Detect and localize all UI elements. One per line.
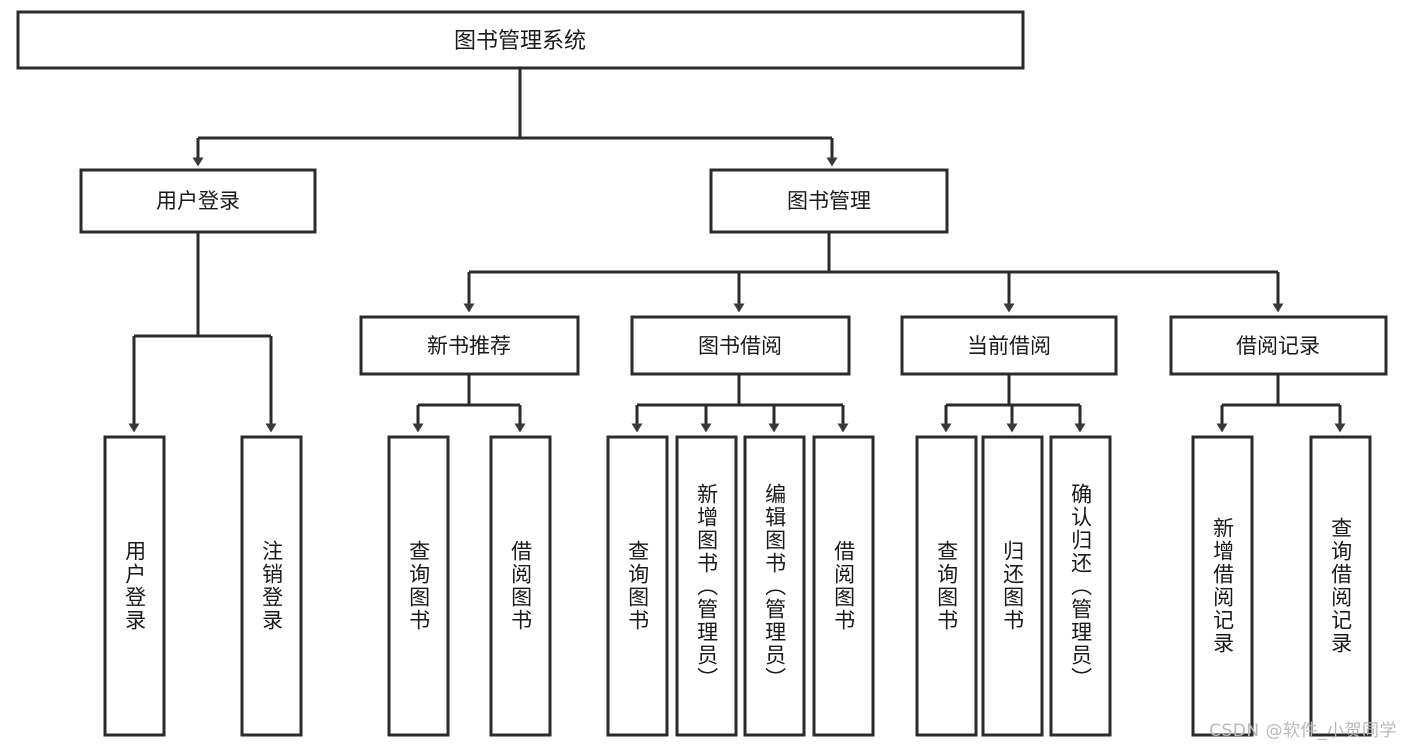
node-user-login[interactable]: 用户登录 — [79, 168, 317, 234]
leaf-box-return-books[interactable] — [981, 435, 1044, 737]
connector-bookborrow-to-leaves — [631, 374, 849, 433]
node-current-borrow-label: 当前借阅 — [967, 334, 1051, 358]
node-current-borrow[interactable]: 当前借阅 — [900, 315, 1118, 376]
leaf-box-query-books-borrow[interactable] — [606, 435, 669, 737]
node-borrow-record[interactable]: 借阅记录 — [1169, 315, 1388, 376]
node-root-system-label: 图书管理系统 — [454, 29, 586, 54]
node-new-book-recommend[interactable]: 新书推荐 — [359, 315, 580, 376]
node-book-management-label: 图书管理 — [787, 189, 871, 213]
leaf-box-borrow-books[interactable] — [812, 435, 875, 737]
connector-currentborrow-to-leaves — [940, 374, 1086, 433]
leaf-box-confirm-return-admin[interactable] — [1049, 435, 1112, 737]
node-borrow-record-label: 借阅记录 — [1236, 334, 1320, 358]
csdn-watermark: CSDN @软件_小贺同学 — [1209, 721, 1397, 741]
connector-newbook-to-leaves — [412, 374, 526, 433]
leaf-box-add-borrow-record[interactable] — [1191, 435, 1254, 737]
connector-bookmgmt-to-level3 — [463, 232, 1284, 313]
connector-borrowrecord-to-leaves — [1216, 374, 1346, 433]
node-book-management[interactable]: 图书管理 — [709, 168, 949, 234]
leaf-box-query-borrow-record[interactable] — [1309, 435, 1372, 737]
leaf-box-logout[interactable] — [240, 435, 303, 737]
connector-userlogin-to-leaves — [128, 232, 277, 433]
connector-root-to-bus — [192, 68, 838, 167]
node-book-borrow[interactable]: 图书借阅 — [630, 315, 851, 376]
node-new-book-recommend-label: 新书推荐 — [427, 334, 511, 358]
leaf-box-query-books-newbook[interactable] — [387, 435, 450, 737]
leaf-box-user-login[interactable] — [103, 435, 166, 737]
leaf-box-query-books-current[interactable] — [915, 435, 978, 737]
leaf-box-borrow-books-newbook[interactable] — [489, 435, 552, 737]
node-user-login-label: 用户登录 — [156, 189, 240, 213]
node-root-system[interactable]: 图书管理系统 — [16, 10, 1025, 70]
leaf-box-add-book-admin[interactable] — [675, 435, 738, 737]
leaf-box-edit-book-admin[interactable] — [743, 435, 806, 737]
node-book-borrow-label: 图书借阅 — [698, 334, 782, 358]
